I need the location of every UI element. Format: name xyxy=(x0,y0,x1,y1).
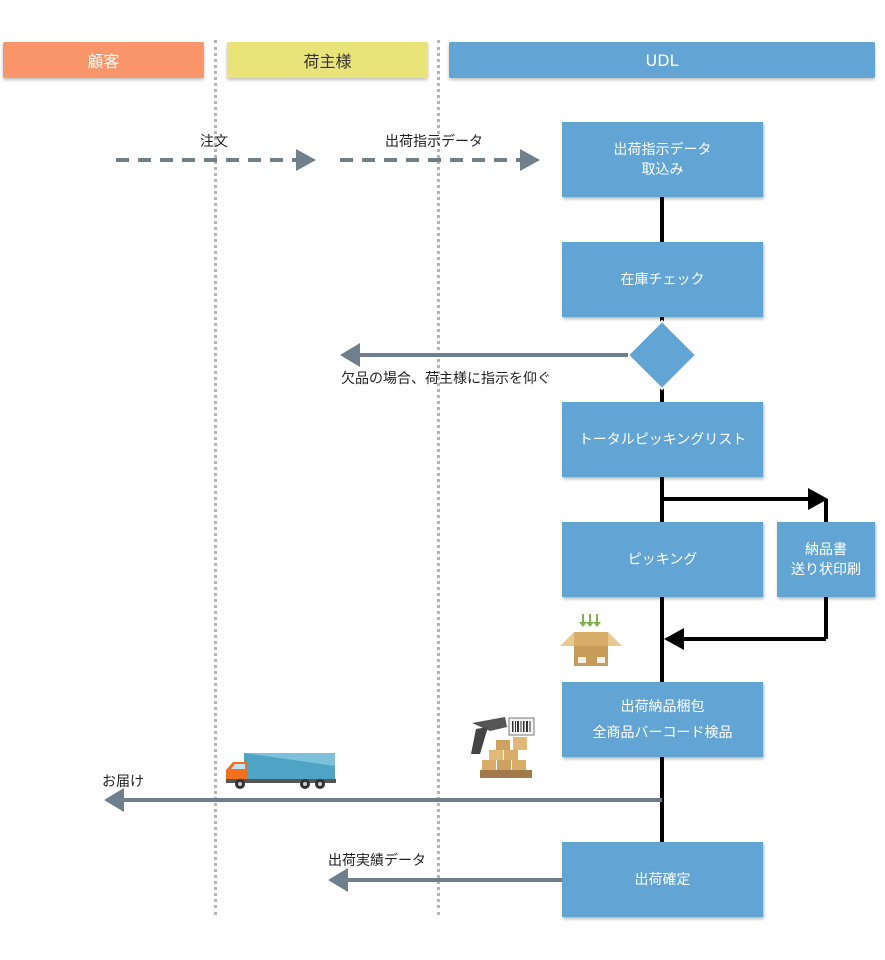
decision-diamond xyxy=(626,319,698,391)
result-data-arrow xyxy=(328,868,562,892)
delivery-truck-icon xyxy=(226,753,336,789)
picking-box: ピッキング xyxy=(562,522,763,597)
shipment-confirm-box: 出荷確定 xyxy=(562,842,763,917)
stock-check-box: 在庫チェック xyxy=(562,242,763,317)
instruction-data-label: 出荷指示データ xyxy=(385,134,483,150)
delivery-docs-line2: 送り状印刷 xyxy=(791,561,861,578)
delivery-arrow xyxy=(104,788,662,812)
stock-check-label: 在庫チェック xyxy=(620,271,705,288)
barcode-scanner-icon xyxy=(471,717,535,778)
picking-label: ピッキング xyxy=(627,551,698,568)
lane-header-shipper: 荷主様 xyxy=(227,42,428,78)
order-arrow xyxy=(116,149,316,171)
branch-to-docs-arrow xyxy=(662,488,828,522)
order-data-import-line1: 出荷指示データ xyxy=(613,141,712,158)
lane-header-customer: 顧客 xyxy=(3,42,204,78)
cardboard-box-icon xyxy=(560,614,622,666)
lane-separator-2 xyxy=(437,40,440,915)
lane-header-udl: UDL xyxy=(449,42,875,78)
stockout-arrow xyxy=(340,343,628,367)
stockout-label: 欠品の場合、荷主様に指示を仰ぐ xyxy=(341,371,551,387)
order-data-import-box: 出荷指示データ 取込み xyxy=(562,122,763,197)
pack-inspect-line2: 全商品バーコード検品 xyxy=(592,724,733,741)
total-picking-list-label: トータルピッキングリスト xyxy=(578,431,747,448)
order-data-import-line2: 取込み xyxy=(641,161,684,178)
shipment-confirm-label: 出荷確定 xyxy=(634,871,691,888)
delivery-docs-line1: 納品書 xyxy=(805,541,847,558)
pack-inspect-box: 出荷納品梱包 全商品バーコード検品 xyxy=(562,682,763,757)
result-data-label: 出荷実績データ xyxy=(328,853,426,869)
delivery-label: お届け xyxy=(102,774,144,790)
lane-separator-1 xyxy=(214,40,217,915)
pack-inspect-line1: 出荷納品梱包 xyxy=(620,698,705,715)
instruction-data-arrow xyxy=(340,149,540,171)
order-label: 注文 xyxy=(200,134,228,150)
total-picking-list-box: トータルピッキングリスト xyxy=(562,402,763,477)
return-from-docs-arrow xyxy=(664,597,828,650)
delivery-docs-box: 納品書 送り状印刷 xyxy=(777,522,875,597)
